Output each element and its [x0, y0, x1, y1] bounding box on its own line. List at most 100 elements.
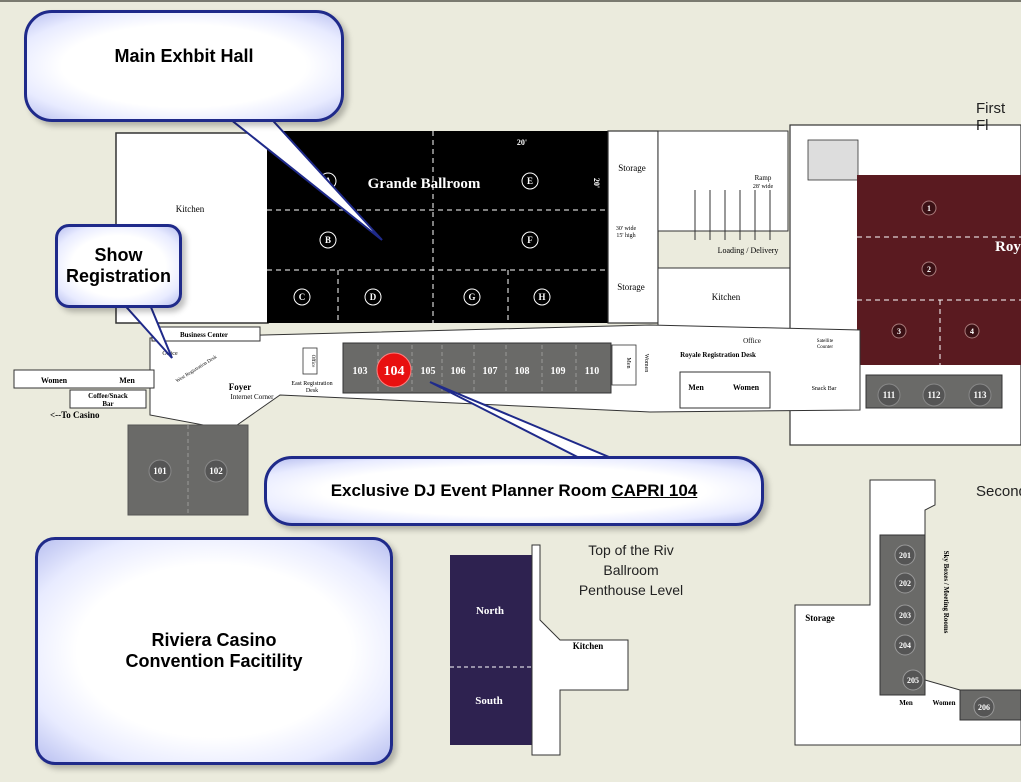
capri-room-104[interactable]: 104: [376, 352, 412, 388]
royale-section-4[interactable]: 4: [964, 323, 980, 339]
rooms-111-113: 111 112 113: [877, 383, 992, 407]
capri-rooms: 103 104 105 106 107 108 109 110: [353, 345, 599, 392]
sky-room-202[interactable]: 202: [894, 572, 916, 594]
capri-room-106[interactable]: 106: [451, 366, 466, 377]
room-111-marker: [877, 383, 901, 407]
top-border: [0, 0, 1021, 2]
storage-label-1: Storage: [618, 163, 646, 173]
grande-title: Grande Ballroom: [368, 176, 481, 192]
sky-room-205[interactable]: 205: [902, 669, 924, 691]
royale-section-2[interactable]: 2: [921, 261, 937, 277]
coffee-label: Coffee/Snack: [88, 392, 128, 400]
sky-room-204[interactable]: 204: [894, 634, 916, 656]
room-112[interactable]: 112: [922, 383, 946, 407]
women-label-east: Women: [733, 383, 760, 392]
royale-ballroom: [857, 175, 1021, 365]
kitchen-east-label: Kitchen: [712, 292, 741, 302]
snack-bar-label: Snack Bar: [812, 386, 837, 392]
north-label: North: [476, 605, 504, 617]
royale-section-4-marker: [964, 323, 980, 339]
main-hall-text: Main Exhbit Hall: [114, 45, 254, 66]
room-101-label: 101: [153, 466, 167, 476]
penthouse-ballroom: [450, 555, 532, 745]
grande-section-e[interactable]: E: [521, 172, 539, 190]
capri-room-104-marker: [376, 352, 412, 388]
royale-section-2-marker: [921, 261, 937, 277]
south-label: South: [475, 695, 503, 707]
sky-rooms: 201 202 203 204 205 206: [894, 544, 995, 718]
capri-room-107[interactable]: 107: [483, 366, 498, 377]
sky-room-203[interactable]: 203: [894, 604, 916, 626]
sky-boxes-label: Sky Boxes / Meeting Rooms: [942, 551, 950, 634]
storage-column: [607, 130, 659, 324]
room-112-label: 112: [927, 390, 941, 400]
room-113-marker: [968, 383, 992, 407]
grande-section-b[interactable]: B: [319, 231, 337, 249]
capri-restrooms: [611, 344, 637, 386]
grande-section-g[interactable]: G: [463, 288, 481, 306]
foyer-label: Foyer: [229, 382, 252, 392]
storage-label-second: Storage: [805, 613, 835, 623]
business-center-label: Business Center: [180, 331, 228, 339]
grande-dividers: [267, 131, 608, 323]
penthouse-service: [531, 544, 629, 756]
grande-section-c-marker: [293, 288, 311, 306]
storage-label-2: Storage: [617, 282, 645, 292]
stairs-ne: [807, 139, 859, 181]
show-reg-line1: Show: [94, 245, 143, 265]
royale-section-3[interactable]: 3: [891, 323, 907, 339]
sky-room-206[interactable]: 206: [973, 696, 995, 718]
royale-section-1-label: 1: [927, 204, 931, 213]
kitchen-label: Kitchen: [176, 204, 205, 214]
grande-section-f[interactable]: F: [521, 231, 539, 249]
grande-section-b-marker: [319, 231, 337, 249]
grande-section-d[interactable]: D: [364, 288, 382, 306]
sky-room-202-marker: [894, 572, 916, 594]
women-label-second: Women: [933, 699, 956, 707]
grande-section-c[interactable]: C: [293, 288, 311, 306]
grande-section-h[interactable]: H: [533, 288, 551, 306]
capri-room-110[interactable]: 110: [585, 366, 599, 377]
men-label-capri: Men: [625, 358, 631, 369]
east-restrooms: [679, 371, 771, 409]
royale-sections: 1 2 3 4: [891, 200, 980, 339]
door-high: 15' high: [616, 233, 635, 239]
room-113[interactable]: 113: [968, 383, 992, 407]
room-101[interactable]: 101: [148, 459, 172, 483]
sky-room-205-marker: [902, 669, 924, 691]
dj-room-prefix: Exclusive DJ Event Planner Room: [330, 481, 612, 500]
capri-room-109[interactable]: 109: [551, 366, 566, 377]
grande-section-d-label: D: [370, 292, 377, 302]
office-label-east: Office: [743, 337, 761, 345]
men-label-east: Men: [688, 383, 704, 392]
room-102[interactable]: 102: [204, 459, 228, 483]
room-111[interactable]: 111: [877, 383, 901, 407]
royale-registration-label: Royale Registration Desk: [680, 351, 756, 359]
office-booth: [302, 347, 318, 375]
dimension-20-side: 20': [592, 178, 601, 188]
grande-section-f-marker: [521, 231, 539, 249]
capri-room-103[interactable]: 103: [353, 366, 368, 377]
capri-room-108[interactable]: 108: [515, 366, 530, 377]
grande-section-g-label: G: [468, 292, 475, 302]
sky-room-201[interactable]: 201: [894, 544, 916, 566]
royale-section-1[interactable]: 1: [921, 200, 937, 216]
sky-room-206-label: 206: [978, 703, 990, 712]
to-casino-label: <--To Casino: [50, 410, 100, 420]
east-registration-desk: Desk: [306, 388, 318, 394]
capri-room-105[interactable]: 105: [421, 366, 436, 377]
dj-room-callout: Exclusive DJ Event Planner Room CAPRI 10…: [264, 456, 764, 526]
top-of-riv-label: Top of the Riv Ballroom Penthouse Level: [560, 540, 702, 600]
satellite-label: Satellite: [817, 339, 834, 344]
men-label-second: Men: [899, 699, 913, 707]
sky-room-203-label: 203: [899, 611, 911, 620]
sky-room-201-marker: [894, 544, 916, 566]
royale-section-3-marker: [891, 323, 907, 339]
riviera-line1: Riviera Casino: [151, 630, 277, 650]
grande-section-e-label: E: [527, 176, 533, 186]
grande-ballroom: [267, 131, 608, 323]
sky-room-202-label: 202: [899, 579, 911, 588]
top-of-riv-line3: Penthouse Level: [578, 582, 684, 598]
ramp-width: 28' wide: [753, 184, 774, 190]
